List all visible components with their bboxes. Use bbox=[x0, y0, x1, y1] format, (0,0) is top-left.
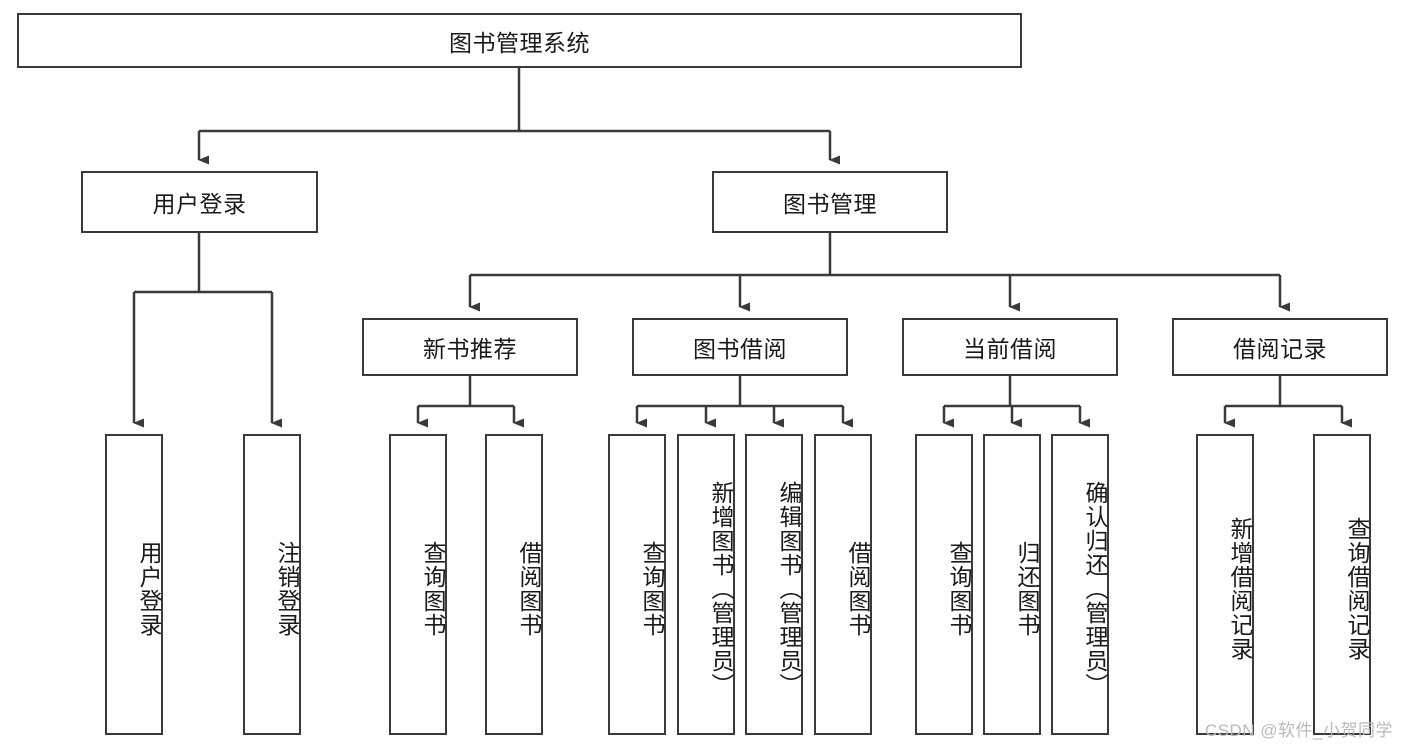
node-leaf-6[interactable]: 新增图书（管理员） bbox=[677, 434, 735, 735]
node-leaf-3-label: 查询图书 bbox=[420, 540, 446, 637]
node-level2-2[interactable]: 图书管理 bbox=[712, 171, 948, 233]
node-leaf-8-label: 借阅图书 bbox=[845, 540, 871, 637]
node-leaf-1[interactable]: 用户登录 bbox=[105, 434, 163, 735]
node-level3-1[interactable]: 新书推荐 bbox=[362, 318, 578, 376]
node-leaf-1-label: 用户登录 bbox=[136, 540, 162, 637]
node-leaf-2[interactable]: 注销登录 bbox=[243, 434, 301, 735]
node-leaf-13-label: 查询借阅记录 bbox=[1344, 516, 1370, 661]
node-leaf-4[interactable]: 借阅图书 bbox=[485, 434, 543, 735]
node-leaf-6-label: 新增图书（管理员） bbox=[708, 480, 734, 697]
node-leaf-12[interactable]: 新增借阅记录 bbox=[1196, 434, 1254, 735]
node-level3-4-label: 借阅记录 bbox=[1233, 336, 1327, 362]
node-leaf-5[interactable]: 查询图书 bbox=[608, 434, 666, 735]
node-level3-4[interactable]: 借阅记录 bbox=[1172, 318, 1388, 376]
node-root-label: 图书管理系统 bbox=[449, 29, 590, 56]
node-level3-1-label: 新书推荐 bbox=[423, 336, 517, 362]
node-leaf-4-label: 借阅图书 bbox=[516, 540, 542, 637]
node-leaf-8[interactable]: 借阅图书 bbox=[814, 434, 872, 735]
node-leaf-11-label: 确认归还（管理员） bbox=[1082, 480, 1108, 697]
node-leaf-2-label: 注销登录 bbox=[274, 540, 300, 637]
node-level2-2-label: 图书管理 bbox=[783, 191, 877, 217]
node-leaf-12-label: 新增借阅记录 bbox=[1227, 516, 1253, 661]
node-leaf-7-label: 编辑图书（管理员） bbox=[776, 480, 802, 697]
node-leaf-7[interactable]: 编辑图书（管理员） bbox=[745, 434, 803, 735]
node-leaf-13[interactable]: 查询借阅记录 bbox=[1313, 434, 1371, 735]
node-leaf-10-label: 归还图书 bbox=[1014, 540, 1040, 637]
node-root[interactable]: 图书管理系统 bbox=[17, 13, 1022, 68]
node-level2-1-label: 用户登录 bbox=[152, 191, 247, 217]
node-leaf-9-label: 查询图书 bbox=[946, 540, 972, 637]
watermark-label: CSDN @软件_小贺同学 bbox=[1204, 721, 1393, 740]
node-level3-2-label: 图书借阅 bbox=[693, 336, 787, 362]
node-leaf-5-label: 查询图书 bbox=[639, 540, 665, 637]
node-level3-2[interactable]: 图书借阅 bbox=[632, 318, 848, 376]
node-level3-3[interactable]: 当前借阅 bbox=[902, 318, 1118, 376]
node-level2-1[interactable]: 用户登录 bbox=[81, 171, 318, 233]
node-leaf-9[interactable]: 查询图书 bbox=[915, 434, 973, 735]
node-leaf-11[interactable]: 确认归还（管理员） bbox=[1051, 434, 1109, 735]
node-leaf-3[interactable]: 查询图书 bbox=[389, 434, 447, 735]
node-leaf-10[interactable]: 归还图书 bbox=[983, 434, 1041, 735]
node-level3-3-label: 当前借阅 bbox=[963, 336, 1057, 362]
